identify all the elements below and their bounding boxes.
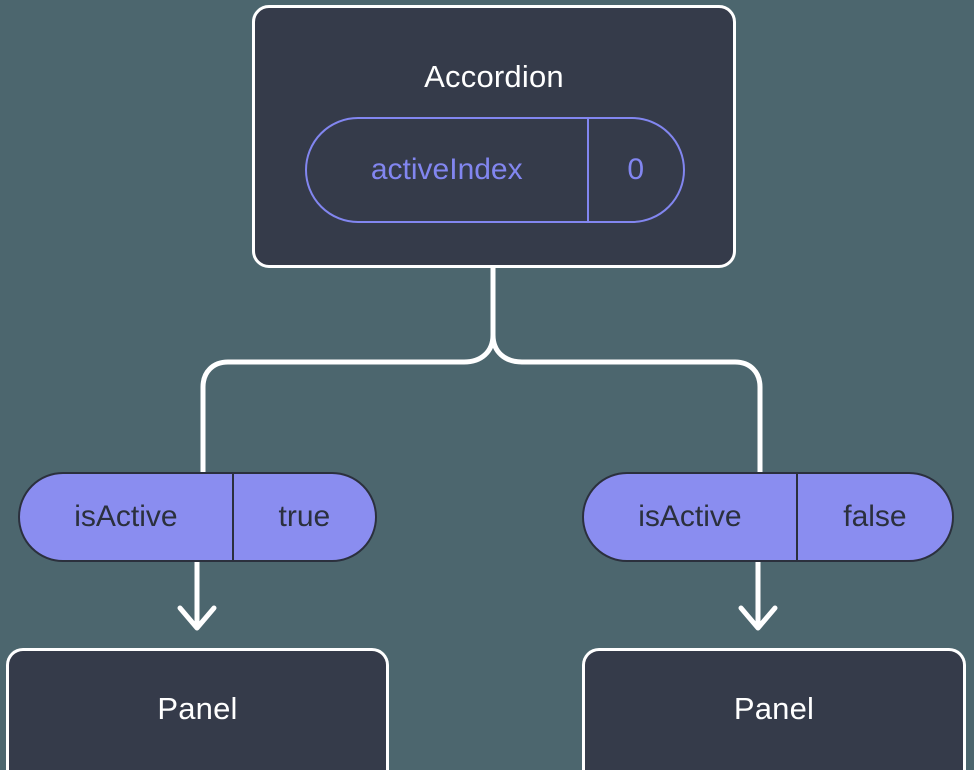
prop-pill-is-active-left[interactable]: isActive true (18, 472, 377, 562)
state-pill-active-index[interactable]: activeIndex 0 (305, 117, 685, 223)
node-accordion-title: Accordion (424, 59, 564, 94)
node-panel-left[interactable]: Panel (6, 648, 389, 770)
node-panel-right[interactable]: Panel (582, 648, 966, 770)
state-pill-active-index-key: activeIndex (370, 153, 523, 186)
prop-pill-is-active-left-value: true (231, 474, 375, 560)
prop-pill-is-active-right[interactable]: isActive false (582, 472, 954, 562)
prop-pill-is-active-right-value: false (795, 474, 952, 560)
arrow-head-right (738, 605, 778, 631)
prop-pill-is-active-left-key: isActive (74, 500, 178, 533)
fork-connector-path-left (200, 332, 496, 477)
fork-connector-path (490, 265, 763, 477)
prop-pill-is-active-right-key: isActive (638, 500, 742, 533)
state-pill-active-index-value: 0 (586, 119, 684, 221)
node-panel-left-title: Panel (157, 691, 238, 726)
arrow-head-left (177, 605, 217, 631)
node-panel-right-title: Panel (733, 691, 815, 726)
